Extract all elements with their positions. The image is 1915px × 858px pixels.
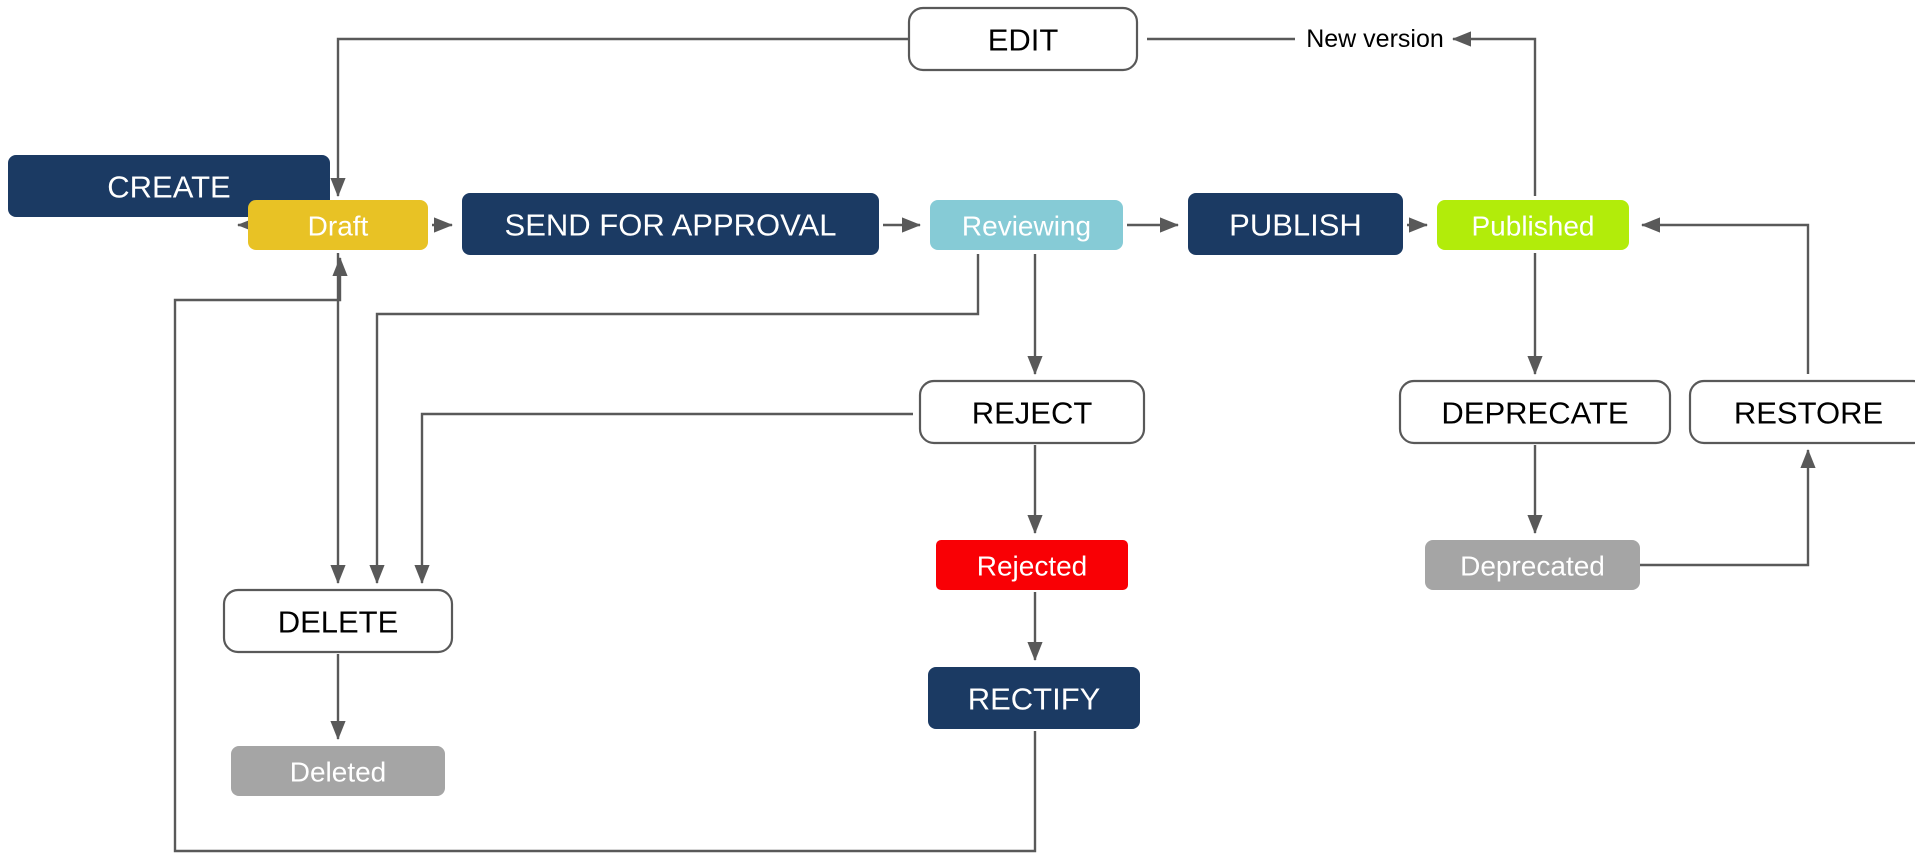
node-label-send: SEND FOR APPROVAL (505, 208, 837, 243)
edge-labels-layer: New version (1306, 25, 1444, 53)
node-deprecated[interactable]: Deprecated (1425, 540, 1640, 590)
node-restore[interactable]: RESTORE (1688, 379, 1915, 445)
node-deleted[interactable]: Deleted (231, 746, 445, 796)
edge-reviewing-to-delete (369, 254, 980, 584)
node-label-reject: REJECT (972, 396, 1093, 431)
edge-restore-to-published (1641, 217, 1810, 374)
node-rejected[interactable]: Rejected (936, 540, 1128, 590)
node-shape-rejected[interactable] (936, 540, 1128, 590)
node-deprecate[interactable]: DEPRECATE (1398, 379, 1672, 445)
node-label-rectify: RECTIFY (968, 682, 1101, 717)
node-shape-edit[interactable] (907, 6, 1139, 72)
node-label-publish: PUBLISH (1229, 208, 1362, 243)
edge-deprecated-to-restore (1640, 449, 1816, 567)
edge-reject-to-delete (414, 412, 913, 584)
node-published[interactable]: Published (1437, 200, 1629, 250)
node-draft[interactable]: Draft (248, 200, 428, 250)
node-shape-published[interactable] (1437, 200, 1629, 250)
edge-label-new-version: New version (1306, 25, 1444, 53)
node-create[interactable]: CREATE (8, 155, 330, 217)
node-send[interactable]: SEND FOR APPROVAL (462, 193, 879, 255)
node-shape-restore[interactable] (1688, 379, 1915, 445)
node-shape-reject[interactable] (918, 379, 1146, 445)
node-label-deleted: Deleted (290, 757, 387, 788)
node-reviewing[interactable]: Reviewing (930, 200, 1123, 250)
node-label-delete: DELETE (278, 605, 399, 640)
node-delete[interactable]: DELETE (222, 588, 454, 654)
node-shape-rectify[interactable] (928, 667, 1140, 729)
edges-layer (173, 31, 1816, 853)
node-label-published: Published (1472, 211, 1595, 242)
node-label-edit: EDIT (988, 23, 1059, 58)
nodes-layer: CREATE Draft SEND FOR APPROVAL Reviewing PUB… (8, 6, 1915, 796)
node-shape-publish[interactable] (1188, 193, 1403, 255)
node-reject[interactable]: REJECT (918, 379, 1146, 445)
node-label-rejected: Rejected (977, 551, 1088, 582)
node-shape-deleted[interactable] (231, 746, 445, 796)
node-shape-reviewing[interactable] (930, 200, 1123, 250)
node-shape-delete[interactable] (222, 588, 454, 654)
node-publish[interactable]: PUBLISH (1188, 193, 1403, 255)
edge-edit-to-draft (330, 37, 909, 197)
node-edit[interactable]: EDIT (907, 6, 1139, 72)
node-shape-deprecate[interactable] (1398, 379, 1672, 445)
node-shape-deprecated[interactable] (1425, 540, 1640, 590)
node-label-deprecate: DEPRECATE (1441, 396, 1628, 431)
node-shape-send[interactable] (462, 193, 879, 255)
node-label-draft: Draft (308, 211, 369, 242)
node-shape-draft[interactable] (248, 200, 428, 250)
edge-new-version-to-edit (1452, 31, 1537, 196)
node-rectify[interactable]: RECTIFY (928, 667, 1140, 729)
edge-rectify-to-draft (173, 257, 1037, 853)
node-shape-create[interactable] (8, 155, 330, 217)
node-label-restore: RESTORE (1734, 396, 1883, 431)
node-label-deprecated: Deprecated (1460, 551, 1605, 582)
node-label-create: CREATE (107, 170, 230, 205)
node-label-reviewing: Reviewing (962, 211, 1091, 242)
